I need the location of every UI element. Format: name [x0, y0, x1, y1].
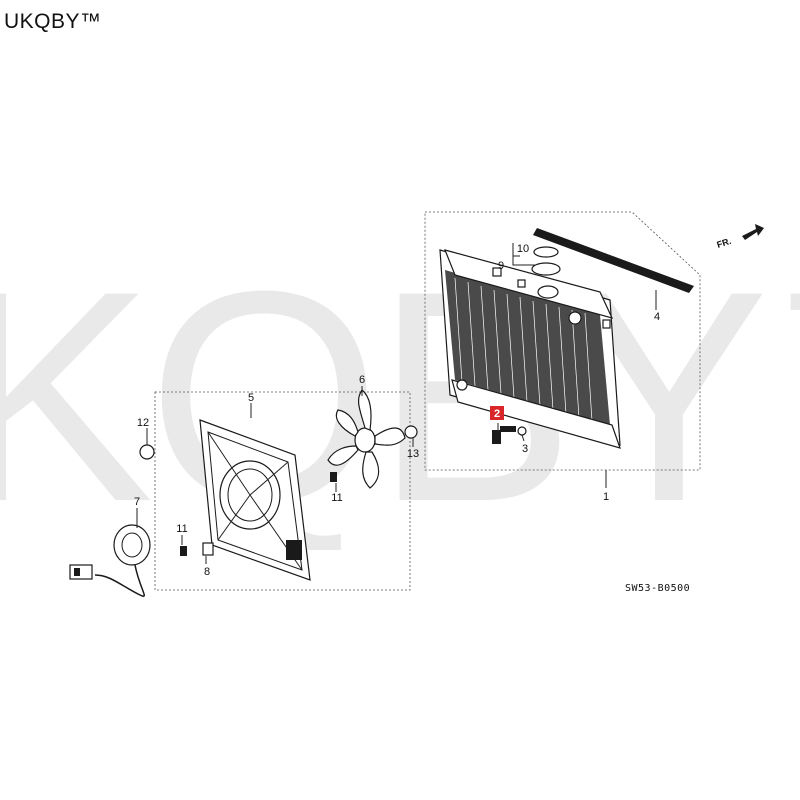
- callout-1: 1: [603, 491, 609, 503]
- upper-cushion-strip: [533, 228, 694, 293]
- shroud-group-frame: [154, 391, 411, 591]
- cooling-fan: [327, 389, 406, 489]
- callout-11-left: 11: [176, 523, 187, 535]
- callout-10: 10: [517, 243, 529, 255]
- svg-text:10: 10: [517, 243, 529, 255]
- bolt-11-right: [330, 472, 337, 482]
- drain-plug: [492, 426, 527, 444]
- radiator-cap: [531, 246, 561, 276]
- callout-5: 5: [248, 392, 254, 404]
- front-arrow-icon: [742, 224, 764, 240]
- fan-motor: [69, 524, 151, 597]
- callout-8: 8: [204, 566, 210, 578]
- leader-lines: [136, 243, 657, 564]
- callout-12: 12: [137, 417, 149, 429]
- svg-text:3: 3: [522, 443, 528, 455]
- callout-13: 13: [407, 448, 419, 460]
- front-direction-indicator: FR.: [716, 224, 764, 250]
- svg-text:6: 6: [359, 374, 365, 386]
- svg-text:7: 7: [134, 496, 140, 508]
- callout-4: 4: [654, 311, 660, 323]
- callout-6: 6: [359, 374, 365, 386]
- svg-text:8: 8: [204, 566, 210, 578]
- clip-8: [202, 542, 214, 556]
- svg-text:12: 12: [137, 417, 149, 429]
- radiator-core: [439, 249, 621, 449]
- callout-2: 2: [490, 406, 504, 420]
- svg-text:5: 5: [248, 392, 254, 404]
- svg-text:2: 2: [494, 408, 500, 420]
- nut-13: [404, 425, 418, 439]
- svg-text:13: 13: [407, 448, 419, 460]
- radiator-group-frame: [424, 211, 701, 471]
- callout-7: 7: [134, 496, 140, 508]
- callout-11-right: 11: [331, 492, 342, 504]
- bolt-12: [139, 438, 155, 460]
- brand-logo-text: UKQBY™: [4, 10, 102, 33]
- svg-text:9: 9: [498, 260, 504, 272]
- svg-text:1: 1: [603, 491, 609, 503]
- svg-text:11: 11: [331, 492, 342, 504]
- bolt-11-left: [180, 546, 187, 556]
- svg-text:4: 4: [654, 311, 660, 323]
- diagram-code: SW53-B0500: [625, 583, 690, 594]
- callout-3: 3: [522, 443, 528, 455]
- callout-9: 9: [498, 260, 504, 272]
- svg-text:11: 11: [176, 523, 187, 535]
- fan-shroud: [199, 419, 311, 581]
- svg-text:FR.: FR.: [716, 236, 733, 250]
